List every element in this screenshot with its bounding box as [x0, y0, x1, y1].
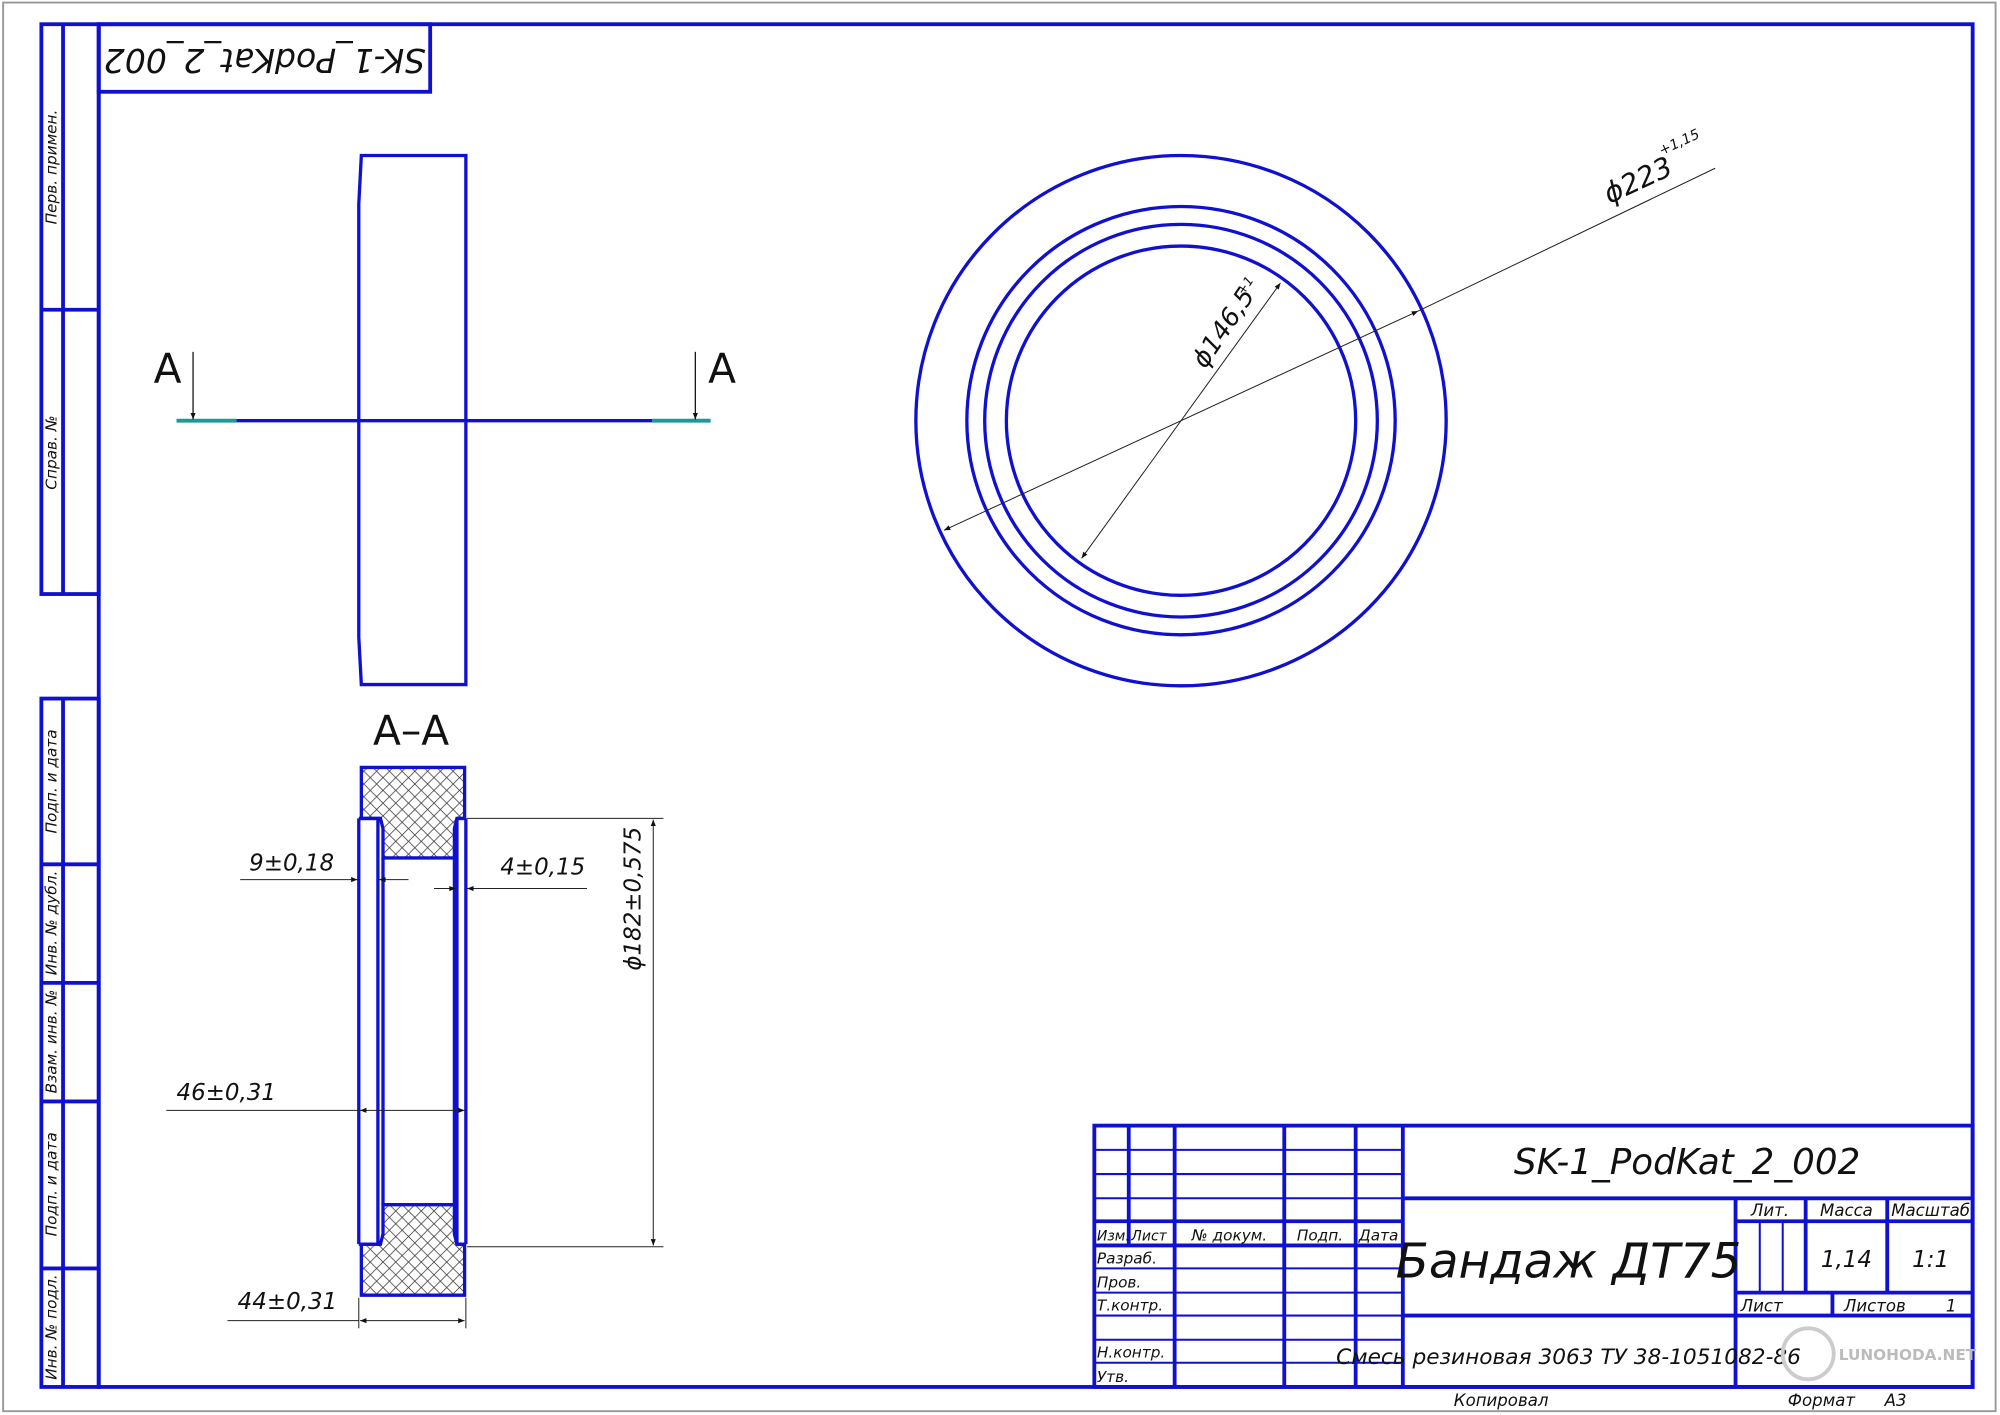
front-view: ϕ223 +1,15 ϕ146,5 +1 — [914, 126, 1716, 688]
groove-diameter-dimension: ϕ182±0,575 — [621, 827, 647, 971]
sheets-label: Листов — [1843, 1297, 1906, 1316]
lit-label: Лит. — [1750, 1201, 1789, 1220]
stamp-label: Взам. инв. № — [43, 990, 61, 1094]
role-label: Пров. — [1097, 1274, 1141, 1292]
inner-width-dimension: 46±0,31 — [176, 1080, 275, 1106]
section-title: A–A — [373, 706, 449, 754]
role-label: Разраб. — [1097, 1249, 1157, 1267]
side-stamp-bottom: Подп. и дата Инв. № дубл. Взам. инв. № П… — [39, 696, 101, 1389]
copied-label: Копировал — [1454, 1391, 1549, 1410]
mass-label: Масса — [1820, 1201, 1873, 1220]
stamp-label: Инв. № подл. — [43, 1274, 61, 1379]
scale-value: 1:1 — [1912, 1247, 1949, 1273]
inner-diameter-label: ϕ146,5 — [1186, 282, 1261, 373]
header-date: Дата — [1358, 1226, 1399, 1244]
wall-dimension: 9±0,18 — [249, 851, 334, 877]
logo: LUNOHODA.NET — [1780, 1326, 1977, 1382]
role-label: Утв. — [1097, 1368, 1129, 1386]
section-letter-left: A — [154, 344, 182, 392]
header-sign: Подп. — [1297, 1226, 1343, 1244]
lip-dimension: 4±0,15 — [500, 854, 585, 880]
rotated-designation: SK-1_PodKat_2_002 — [104, 41, 426, 80]
stamp-label: Перв. примен. — [43, 110, 61, 225]
sheet-label: Лист — [1740, 1297, 1784, 1316]
section-view: A–A 9±0,18 4±0,15 46±0,31 44±0,31 — [166, 706, 664, 1329]
stamp-label: Подп. и дата — [43, 729, 61, 833]
section-letter-right: A — [708, 344, 736, 392]
sheets-value: 1 — [1946, 1297, 1957, 1316]
mass-value: 1,14 — [1821, 1247, 1872, 1273]
rotated-designation-box: SK-1_PodKat_2_002 — [96, 22, 433, 94]
stamp-label: Справ. № — [43, 415, 61, 489]
role-label: Н.контр. — [1097, 1344, 1165, 1362]
title-block: Изм. Лист № докум. Подп. Дата Разраб. Пр… — [1092, 1123, 1977, 1389]
header-list: Лист — [1130, 1228, 1167, 1244]
logo-text: LUNOHODA.NET — [1839, 1346, 1977, 1364]
header-izm: Изм. — [1097, 1228, 1130, 1244]
outer-diameter-label: ϕ223 — [1598, 150, 1677, 210]
logo-emblem-icon — [1780, 1326, 1836, 1382]
stamp-label: Инв. № дубл. — [43, 871, 61, 976]
side-view: A A — [154, 153, 736, 687]
scale-label: Масштаб — [1891, 1201, 1970, 1220]
part-name: Бандаж ДТ75 — [1396, 1233, 1742, 1289]
header-doc: № докум. — [1191, 1226, 1267, 1244]
width-dimension: 44±0,31 — [238, 1289, 337, 1315]
format-value: A3 — [1884, 1391, 1907, 1410]
dimension-line-inner-diameter — [1081, 282, 1281, 559]
material: Смесь резиновая 3063 ТУ 38-1051082-86 — [1336, 1345, 1801, 1370]
format-label: Формат — [1788, 1391, 1857, 1410]
role-label: Т.контр. — [1097, 1296, 1163, 1314]
outer-diameter-tolerance: +1,15 — [1657, 126, 1703, 159]
stamp-label: Подп. и дата — [43, 1132, 61, 1236]
designation: SK-1_PodKat_2_002 — [1514, 1142, 1860, 1183]
side-stamp-top: Перв. примен. Справ. № — [39, 22, 101, 596]
